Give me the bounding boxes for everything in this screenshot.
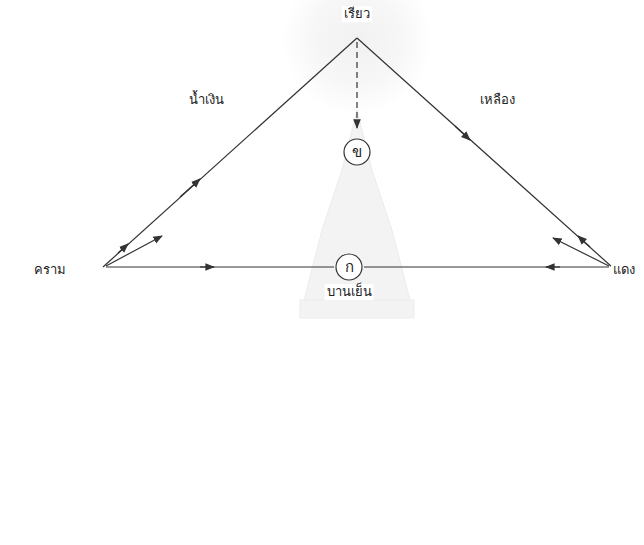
vertex-label: แดง xyxy=(611,262,637,278)
direction-arrow xyxy=(180,179,200,197)
vertex-label: คราม xyxy=(32,262,68,278)
direction-arrow xyxy=(553,238,609,266)
triangle-side xyxy=(357,38,612,267)
side-label: เหลือง xyxy=(478,92,517,108)
direction-arrow xyxy=(578,236,590,247)
circle-shape xyxy=(336,254,362,280)
node-text: ก xyxy=(345,260,354,275)
triangle-base xyxy=(364,266,609,267)
circle-node: ก xyxy=(335,253,363,281)
side-label: น้ำเงิน xyxy=(187,92,226,108)
triangle-base xyxy=(106,266,334,267)
direction-arrow xyxy=(118,244,128,253)
direction-arrow xyxy=(546,266,560,267)
direction-arrow xyxy=(200,266,214,267)
vertex-label: เรียว xyxy=(342,6,372,22)
circle-shape xyxy=(344,139,370,165)
circle-node: ข xyxy=(343,138,371,166)
dashed-arrow xyxy=(356,42,357,128)
direction-arrow xyxy=(455,126,470,140)
direction-arrow xyxy=(106,236,162,266)
triangle-side xyxy=(103,38,357,267)
watermark-emblem xyxy=(300,110,414,318)
side-label: บานเย็น xyxy=(325,284,374,300)
node-text: ข xyxy=(352,145,362,160)
